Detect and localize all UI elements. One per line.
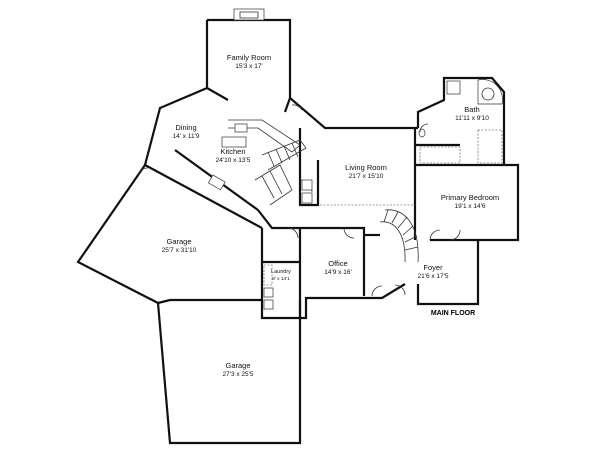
room-dining: Dining 14' x 11'9 — [173, 123, 200, 140]
room-foyer-dim: 21'6 x 17'5 — [417, 273, 448, 280]
room-dining-name: Dining — [175, 123, 196, 132]
room-primary: Primary Bedroom 19'1 x 14'6 — [441, 193, 499, 210]
room-garage-upper-name: Garage — [166, 237, 191, 246]
kitchen-fixtures — [207, 119, 307, 206]
room-kitchen: Kitchen 24'10 x 13'5 — [216, 147, 251, 164]
room-bath-name: Bath — [464, 105, 479, 114]
room-living: Living Room 21'7 x 15'10 — [345, 163, 387, 180]
room-kitchen-dim: 24'10 x 13'5 — [216, 157, 251, 164]
room-kitchen-name: Kitchen — [220, 147, 245, 156]
foyer-stair — [379, 209, 419, 263]
exterior-walls — [76, 18, 520, 445]
room-bath-dim: 11'11 x 9'10 — [455, 115, 489, 122]
room-primary-name: Primary Bedroom — [441, 193, 499, 202]
laundry-fixtures — [263, 264, 274, 310]
room-garage-upper-dim: 25'7 x 31'10 — [162, 247, 197, 254]
room-family-dim: 15'3 x 17' — [235, 63, 262, 70]
utility-closets — [301, 179, 414, 206]
room-living-name: Living Room — [345, 163, 387, 172]
room-family-name: Family Room — [227, 53, 271, 62]
kitchen-stairs — [254, 139, 307, 206]
room-family: Family Room 15'3 x 17' — [227, 53, 271, 70]
bath-fixtures — [418, 79, 503, 164]
room-garage-upper: Garage 25'7 x 31'10 — [162, 237, 197, 254]
room-garage-lower: Garage 27'3 x 25'5 — [222, 361, 253, 378]
room-living-dim: 21'7 x 15'10 — [349, 173, 384, 180]
room-dining-dim: 14' x 11'9 — [173, 133, 200, 140]
room-office-dim: 14'9 x 16' — [324, 269, 351, 276]
interior-walls — [144, 87, 504, 320]
room-laundry: Laundry 8' x 14'1 — [271, 269, 291, 282]
doors — [137, 104, 461, 297]
room-foyer: Foyer 21'6 x 17'5 — [417, 263, 448, 280]
room-primary-dim: 19'1 x 14'6 — [454, 203, 485, 210]
room-laundry-name: Laundry — [271, 269, 291, 275]
room-garage-lower-name: Garage — [225, 361, 250, 370]
room-bath: Bath 11'11 x 9'10 — [455, 105, 489, 122]
chimney — [233, 8, 265, 21]
room-office: Office 14'9 x 16' — [324, 259, 351, 276]
floor-label: MAIN FLOOR — [431, 310, 475, 317]
room-garage-lower-dim: 27'3 x 25'5 — [222, 371, 253, 378]
room-office-name: Office — [328, 259, 347, 268]
room-laundry-dim: 8' x 14'1 — [272, 276, 290, 282]
room-foyer-name: Foyer — [423, 263, 443, 272]
